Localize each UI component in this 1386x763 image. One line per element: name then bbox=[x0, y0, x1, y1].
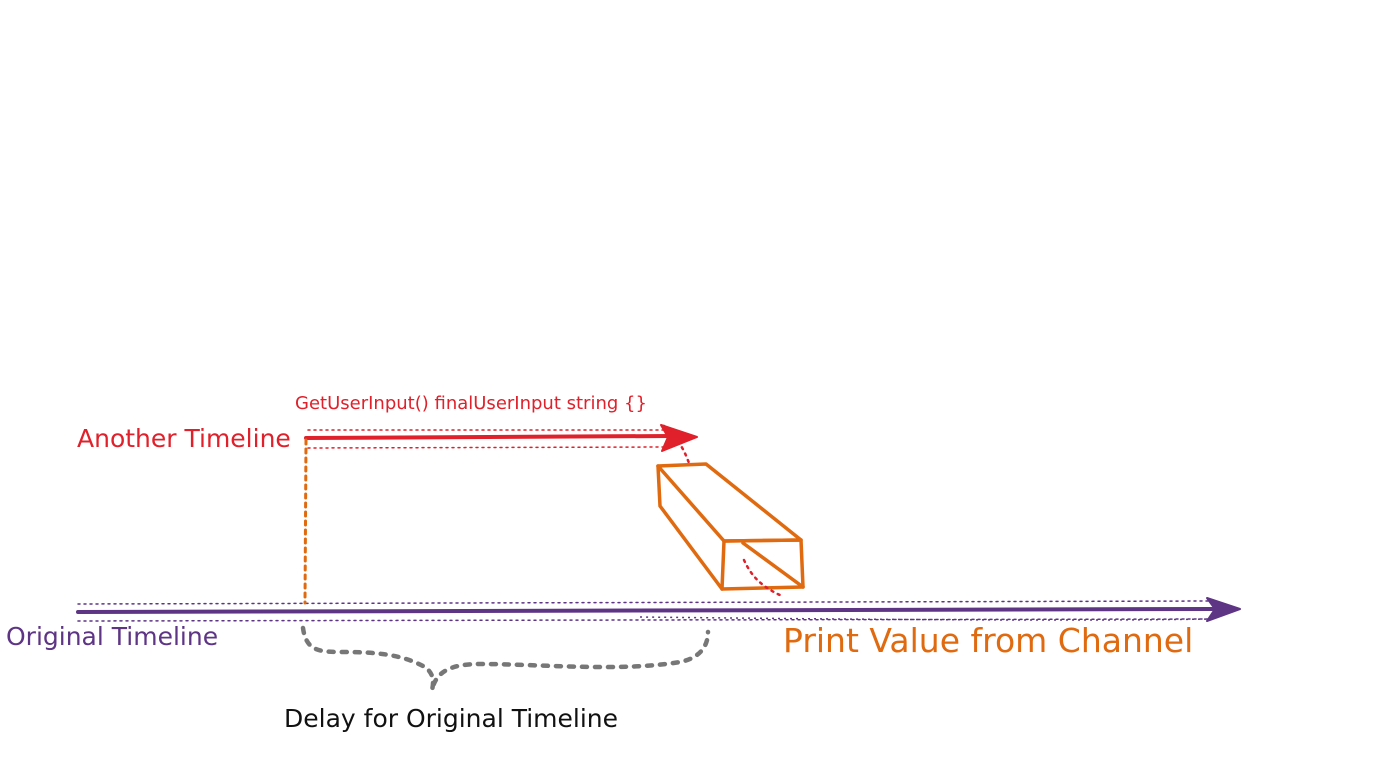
spawn-connector bbox=[303, 438, 308, 605]
original-timeline-dotted-top bbox=[77, 600, 1211, 605]
another-timeline bbox=[304, 424, 698, 468]
another-timeline-line bbox=[304, 434, 672, 440]
original-timeline bbox=[76, 597, 1241, 622]
another-timeline-label: Another Timeline bbox=[77, 424, 291, 453]
code-snippet-label: GetUserInput() finalUserInput string {} bbox=[295, 393, 647, 414]
original-timeline-arrowhead-icon bbox=[1206, 597, 1241, 622]
another-timeline-dotted-drop bbox=[662, 424, 692, 468]
delay-brace bbox=[300, 625, 711, 691]
original-timeline-label: Original Timeline bbox=[6, 622, 218, 651]
print-value-label: Print Value from Channel bbox=[783, 621, 1193, 660]
original-timeline-dotted-bottom bbox=[77, 618, 1211, 622]
another-timeline-dotted-bottom bbox=[307, 446, 666, 449]
delay-label: Delay for Original Timeline bbox=[284, 704, 618, 733]
channel-red-dotted-flow bbox=[742, 558, 784, 598]
channel-pipe-box-icon bbox=[656, 462, 805, 591]
original-timeline-line bbox=[76, 607, 1214, 614]
